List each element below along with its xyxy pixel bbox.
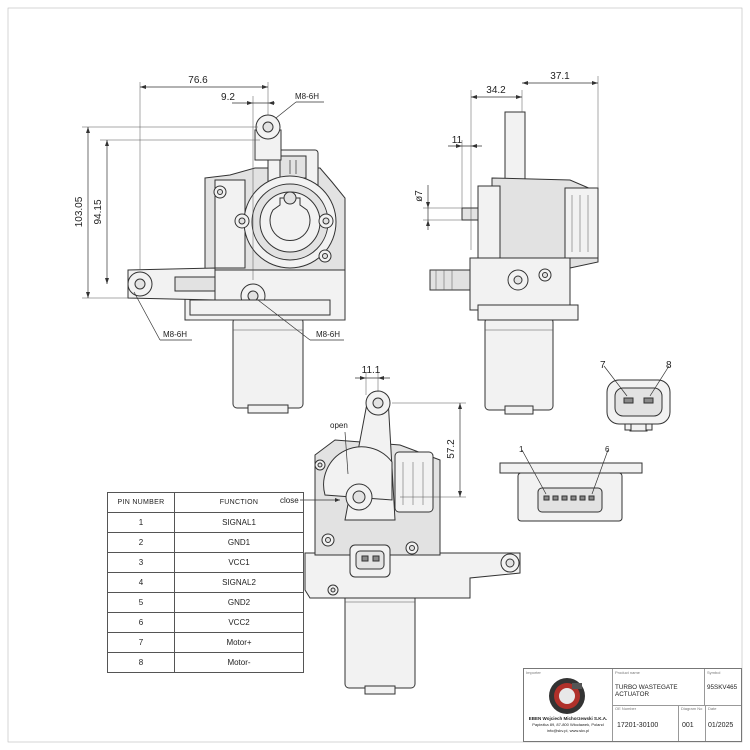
dim-9-2: 9.2 xyxy=(221,92,235,103)
front-view: 76.6 9.2 M8-6H 103.05 94.15 M8-6H M8-6H xyxy=(74,75,346,414)
pin-number: 4 xyxy=(107,572,175,593)
dim-dia-7: ø7 xyxy=(414,190,425,202)
dim-11-1: 11.1 xyxy=(362,365,381,376)
pin-number: 5 xyxy=(107,592,175,613)
header-pin-number: PIN NUMBER xyxy=(107,492,175,513)
symbol-value: 95SKV465 xyxy=(707,684,738,691)
pin-table-header: PIN NUMBER FUNCTION xyxy=(107,492,304,513)
dim-76-6: 76.6 xyxy=(188,75,208,86)
pin-number: 2 xyxy=(107,532,175,553)
sensor-connector-view: 1 6 xyxy=(499,445,643,522)
importer-name: EBEN Wojciech Michorzewski S.K.A. xyxy=(528,716,608,721)
pin-number: 3 xyxy=(107,552,175,573)
callout-pin-7: 7 xyxy=(600,360,606,371)
callout-pin-6: 6 xyxy=(605,445,610,454)
dim-94-15: 94.15 xyxy=(93,199,104,224)
pin-function: VCC1 xyxy=(174,552,304,573)
callout-pin-8: 8 xyxy=(666,360,672,371)
label-open: open xyxy=(330,421,348,430)
pin-number: 8 xyxy=(107,652,175,673)
pin-function: SIGNAL1 xyxy=(174,512,304,533)
callout-m8-top: M8-6H xyxy=(295,92,319,101)
oe-number-cell: OE Number 17201-30100 xyxy=(612,705,678,741)
oe-number: 17201-30100 xyxy=(617,722,659,729)
callout-pin-1: 1 xyxy=(519,445,524,454)
callout-m8-left: M8-6H xyxy=(163,330,187,339)
rear-view: 11.1 57.2 open close xyxy=(280,365,521,695)
product-name: TURBO WASTEGATE ACTUATOR xyxy=(615,684,678,698)
importer-contact: info@skv.pl, www.skv.pl xyxy=(546,728,590,733)
date-label: Date xyxy=(708,706,717,711)
dim-11: 11 xyxy=(452,135,463,146)
dim-37-1: 37.1 xyxy=(550,71,570,82)
pin-function: GND2 xyxy=(174,592,304,613)
pin-function: Motor+ xyxy=(174,632,304,653)
date-cell: Date 01/2025 xyxy=(705,705,741,741)
dim-34-2: 34.2 xyxy=(486,85,506,96)
dim-103-05: 103.05 xyxy=(74,196,85,227)
dim-57-2: 57.2 xyxy=(446,439,457,459)
pin-function: VCC2 xyxy=(174,612,304,633)
symbol-label: Symbol xyxy=(707,670,721,675)
diagram-no-cell: Diagram No 001 xyxy=(678,705,705,741)
diagram-no: 001 xyxy=(682,722,694,729)
header-function: FUNCTION xyxy=(174,492,304,513)
product-name-cell: Product name TURBO WASTEGATE ACTUATOR xyxy=(612,669,704,705)
product-name-label: Product name xyxy=(615,670,640,675)
company-logo xyxy=(549,678,585,714)
pin-function: Motor- xyxy=(174,652,304,673)
motor-connector-view: 7 8 xyxy=(600,360,672,432)
importer-cell: Importer EBEN Wojciech Michorzewski S.K.… xyxy=(524,669,612,741)
symbol-cell: Symbol 95SKV465 xyxy=(704,669,741,705)
pin-number: 1 xyxy=(107,512,175,533)
oe-number-label: OE Number xyxy=(615,706,637,711)
pin-number: 7 xyxy=(107,632,175,653)
importer-address: Papieżka 89, 87-800 Włocławek, Poland xyxy=(532,722,604,727)
date-value: 01/2025 xyxy=(708,722,734,729)
side-view: 34.2 37.1 11 ø7 xyxy=(414,71,599,415)
importer-label: Importer xyxy=(526,670,541,675)
diagram-no-label: Diagram No xyxy=(681,706,703,711)
pin-number: 6 xyxy=(107,612,175,633)
pin-function: SIGNAL2 xyxy=(174,572,304,593)
pin-function: GND1 xyxy=(174,532,304,553)
callout-m8-bottom: M8-6H xyxy=(316,330,340,339)
title-block: Importer EBEN Wojciech Michorzewski S.K.… xyxy=(523,668,742,742)
